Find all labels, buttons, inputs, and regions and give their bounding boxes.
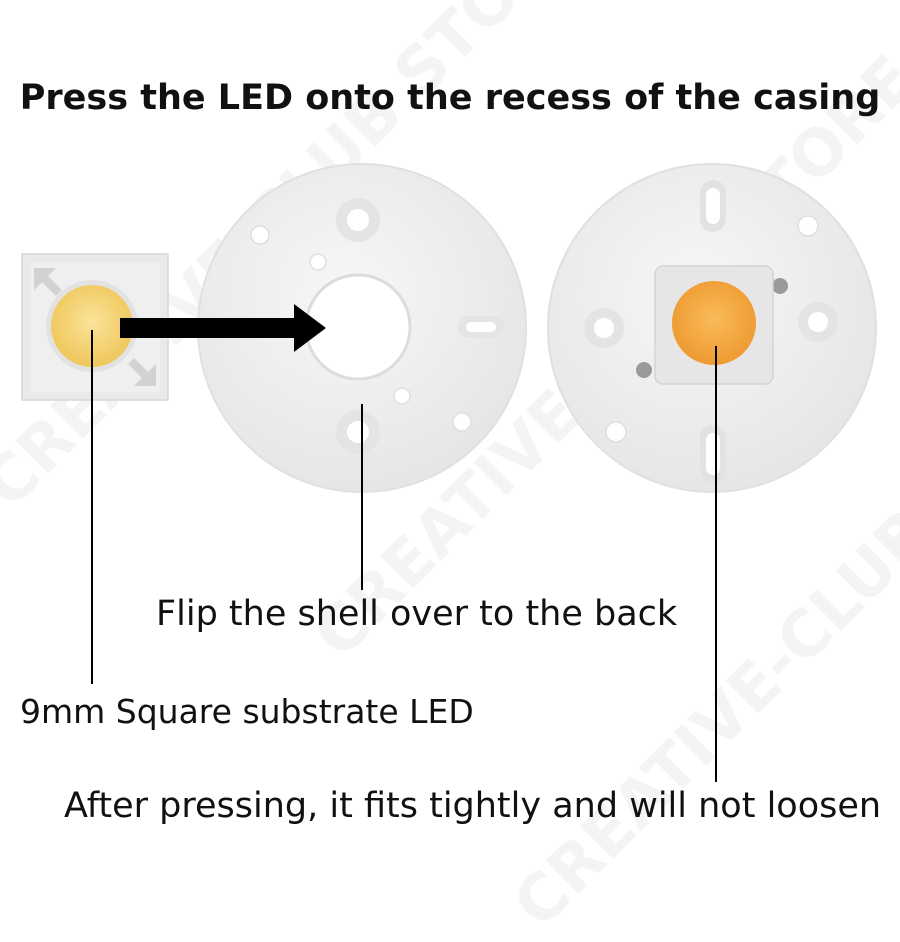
caption-after-pressing: After pressing, it fits tightly and will… [64,786,881,826]
product-illustration [0,0,900,900]
led-chip-amber [672,281,756,365]
casing-front-with-led [548,164,876,492]
caption-flip-shell: Flip the shell over to the back [156,594,677,634]
caption-square-led: 9mm Square substrate LED [20,692,474,731]
